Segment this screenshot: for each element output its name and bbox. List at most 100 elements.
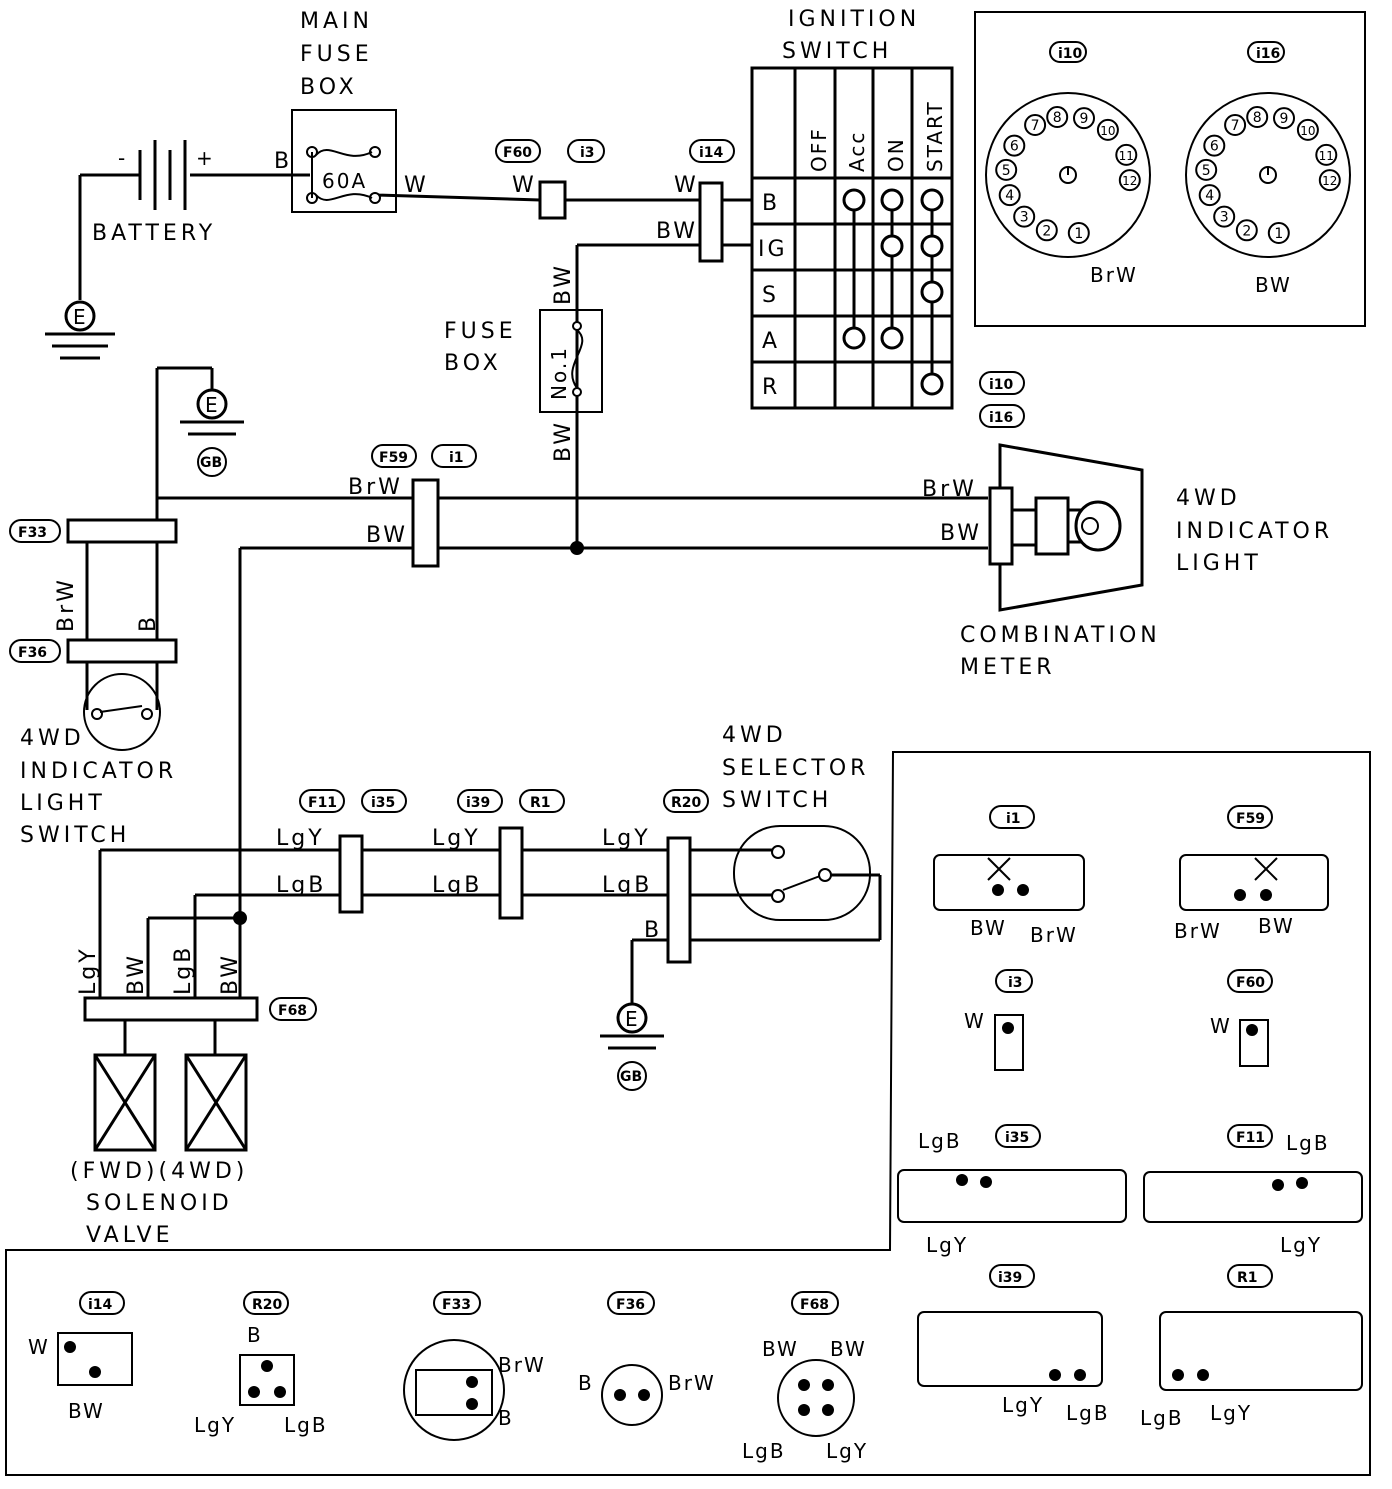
svg-text:LgB: LgB	[602, 873, 652, 898]
svg-text:IGNITION: IGNITION	[788, 7, 920, 32]
svg-text:i16: i16	[989, 410, 1013, 426]
svg-text:LgB: LgB	[742, 1439, 786, 1463]
svg-text:R: R	[762, 375, 780, 400]
battery-label: BATTERY	[92, 221, 216, 246]
meter-pin	[1235, 219, 1258, 242]
indicator-light-switch: F33 F36 BrW B 4WD INDICATOR LIGHT SWITCH	[9, 518, 178, 848]
svg-text:i14: i14	[699, 145, 724, 161]
svg-text:FUSE: FUSE	[444, 319, 517, 344]
svg-text:F36: F36	[18, 645, 47, 661]
svg-text:BW: BW	[970, 916, 1007, 940]
meter-pin	[1318, 169, 1341, 192]
meter-pin	[1013, 205, 1036, 228]
connector-F11-i35: F11 i35 LgY LgB	[276, 789, 407, 914]
junction-dot	[233, 911, 247, 925]
svg-text:BW: BW	[940, 521, 982, 546]
meter-pin-number: 7	[1231, 118, 1240, 134]
face-F36: F36 B BrW	[578, 1291, 716, 1426]
svg-text:LgY: LgY	[432, 826, 481, 851]
svg-text:GB: GB	[620, 1069, 642, 1085]
svg-text:F68: F68	[278, 1003, 307, 1019]
ignition-switch: IGNITION SWITCH OFF Acc ON START B IG S …	[750, 7, 954, 410]
svg-text:METER: METER	[960, 655, 1056, 680]
svg-text:OFF: OFF	[807, 127, 831, 172]
meter-pin-number: 11	[1119, 149, 1134, 163]
svg-text:B: B	[247, 1323, 263, 1347]
svg-text:F33: F33	[18, 525, 47, 541]
svg-text:SWITCH: SWITCH	[20, 823, 130, 848]
svg-text:SOLENOID: SOLENOID	[86, 1191, 233, 1216]
main-fuse-rating: 60A	[322, 169, 367, 193]
svg-text:LgY: LgY	[1210, 1401, 1252, 1425]
junction-dot	[570, 541, 584, 555]
wires	[78, 173, 988, 1055]
svg-text:BW: BW	[551, 420, 576, 462]
svg-text:BrW: BrW	[668, 1371, 716, 1395]
wire-label-B: B	[274, 149, 292, 174]
svg-text:i16: i16	[1256, 46, 1280, 62]
connector-F60-i3: F60 i3 W W	[404, 139, 605, 220]
svg-text:i14: i14	[88, 1297, 113, 1313]
meter-pin-number: 4	[1005, 188, 1014, 204]
svg-text:i35: i35	[371, 795, 395, 811]
svg-text:B: B	[498, 1406, 514, 1430]
svg-text:4WD: 4WD	[20, 726, 85, 751]
svg-text:S: S	[762, 283, 779, 308]
svg-text:BOX: BOX	[444, 351, 502, 376]
svg-text:LIGHT: LIGHT	[1176, 551, 1262, 576]
svg-text:LgB: LgB	[1066, 1401, 1110, 1425]
meter-pin-number: 3	[1020, 210, 1029, 226]
svg-text:W: W	[964, 1009, 986, 1033]
svg-text:VALVE: VALVE	[86, 1223, 173, 1248]
meter-pin-number: 6	[1210, 139, 1219, 155]
meter-pin	[1195, 158, 1218, 181]
meter-pin	[998, 184, 1021, 207]
meter-pin-number: 5	[1002, 163, 1011, 179]
svg-text:GB: GB	[200, 455, 222, 471]
svg-text:LgY: LgY	[1002, 1393, 1044, 1417]
svg-text:LgB: LgB	[171, 945, 196, 995]
svg-text:MAIN: MAIN	[300, 9, 373, 34]
svg-text:i10: i10	[989, 377, 1014, 393]
svg-text:i3: i3	[1008, 975, 1023, 991]
svg-text:ON: ON	[884, 137, 908, 172]
svg-text:F60: F60	[503, 145, 532, 161]
connector-i14: i14 W BW	[656, 139, 735, 263]
svg-text:INDICATOR: INDICATOR	[20, 759, 177, 784]
svg-text:BW: BW	[1258, 914, 1295, 938]
svg-text:LgB: LgB	[1140, 1406, 1184, 1430]
svg-text:BrW: BrW	[1030, 923, 1078, 947]
svg-text:F59: F59	[379, 450, 408, 466]
svg-text:F36: F36	[616, 1297, 645, 1313]
svg-text:BW: BW	[551, 263, 576, 305]
svg-text:i39: i39	[998, 1270, 1022, 1286]
face-R20: R20 B LgY LgB	[194, 1291, 326, 1437]
face-i1: i1 BW BrW	[933, 805, 1085, 947]
svg-text:BOX: BOX	[300, 75, 358, 100]
svg-text:F59: F59	[1236, 811, 1265, 827]
svg-text:E: E	[205, 393, 220, 417]
battery: - + BATTERY	[92, 140, 216, 246]
meter-pin-number: 4	[1205, 188, 1214, 204]
combination-meter: i10 i16 BrW BW 4WD INDICATOR LIGHT COMBI…	[922, 371, 1329, 680]
meter-pin-number: 12	[1122, 174, 1137, 188]
face-i3: i3 W	[964, 969, 1033, 1071]
svg-text:R1: R1	[1237, 1270, 1258, 1286]
svg-text:W: W	[404, 173, 429, 198]
meter-pin-number: 3	[1220, 210, 1229, 226]
meter-pin	[1315, 143, 1338, 166]
meter-pin-number: 11	[1319, 149, 1334, 163]
svg-text:IG: IG	[758, 237, 788, 262]
face-F68: F68 BW BW LgB LgY	[742, 1291, 866, 1463]
meter-pin-number: 12	[1322, 174, 1337, 188]
svg-text:BrW: BrW	[54, 577, 79, 632]
svg-text:Acc: Acc	[845, 131, 869, 172]
svg-text:BW: BW	[218, 953, 243, 995]
svg-text:F60: F60	[1236, 975, 1265, 991]
meter-pin	[1224, 114, 1247, 136]
meter-pin	[1035, 219, 1058, 242]
face-F33: F33 BrW B	[403, 1291, 544, 1441]
